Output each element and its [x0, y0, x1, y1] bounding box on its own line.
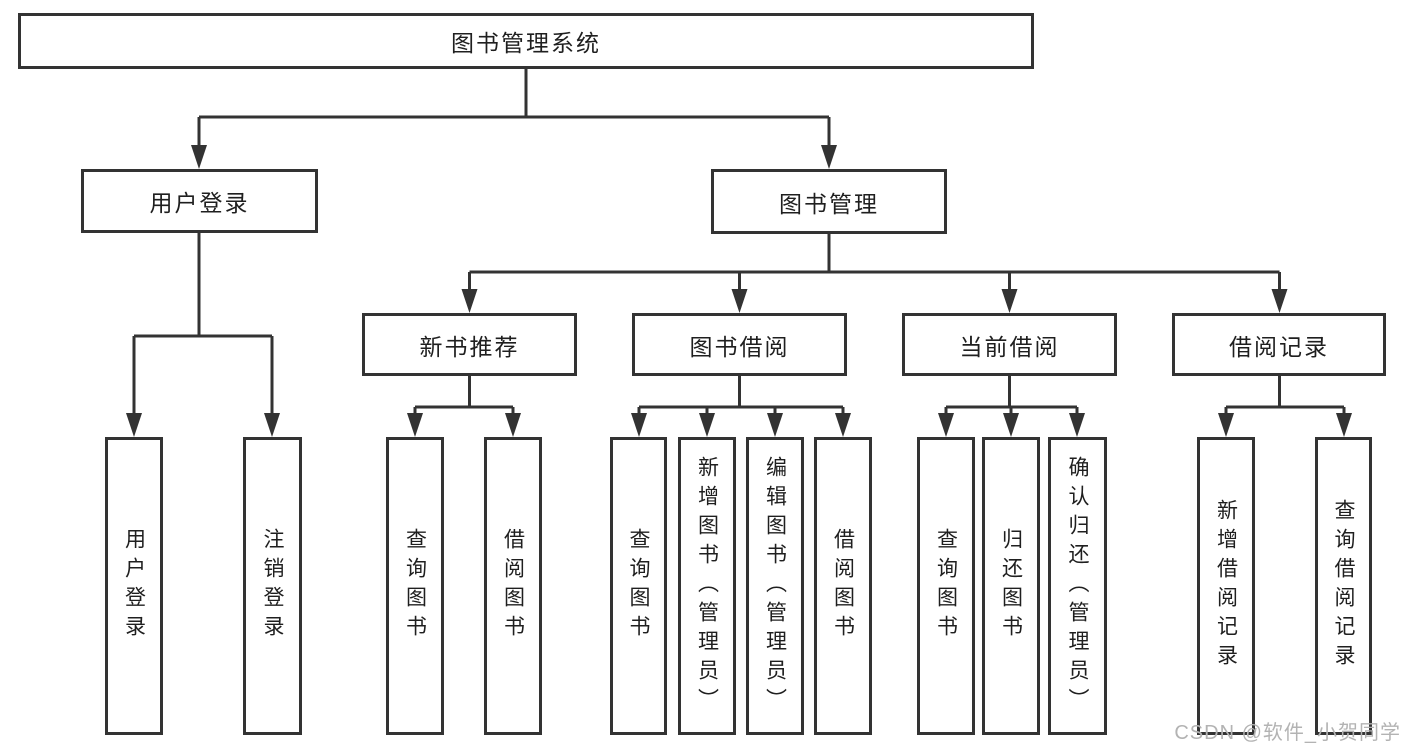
node-label: 用户登录: [149, 190, 250, 216]
node-label: 当前借阅: [959, 333, 1060, 360]
leaf-query-books-recommend: 查询图书: [386, 437, 444, 735]
leaf-query-books-borrow: 查询图书: [610, 437, 667, 735]
node-label: 借阅图书: [501, 528, 525, 644]
leaf-borrow-books-recommend: 借阅图书: [484, 437, 542, 735]
leaf-add-borrow-record: 新增借阅记录: [1197, 437, 1255, 735]
node-label: 查询图书: [403, 528, 427, 644]
node-label: 新增图书（管理员）: [695, 455, 719, 717]
node-label: 归还图书: [999, 528, 1023, 644]
node-label: 图书管理系统: [451, 30, 601, 56]
leaf-logout: 注销登录: [243, 437, 302, 735]
node-book-management: 图书管理: [711, 169, 947, 234]
leaf-add-books-admin: 新增图书（管理员）: [678, 437, 736, 735]
node-current-borrowing: 当前借阅: [902, 313, 1117, 376]
node-book-borrowing: 图书借阅: [632, 313, 847, 376]
node-label: 查询借阅记录: [1332, 499, 1355, 673]
leaf-query-books-current: 查询图书: [917, 437, 975, 735]
node-label: 新增借阅记录: [1214, 499, 1238, 673]
node-label: 借阅图书: [831, 528, 855, 644]
leaf-query-borrow-record: 查询借阅记录: [1315, 437, 1372, 735]
node-label: 查询图书: [934, 528, 958, 644]
node-label: 编辑图书（管理员）: [763, 455, 787, 717]
node-label: 图书借阅: [689, 333, 790, 360]
node-label: 用户登录: [122, 528, 146, 644]
node-label: 图书管理: [779, 190, 879, 217]
leaf-user-login: 用户登录: [105, 437, 163, 735]
node-root-system: 图书管理系统: [18, 13, 1034, 69]
node-label: 确认归还（管理员）: [1066, 455, 1089, 717]
node-label: 新书推荐: [419, 333, 520, 360]
leaf-borrow-books: 借阅图书: [814, 437, 872, 735]
node-label: 查询图书: [627, 528, 650, 644]
leaf-confirm-return-admin: 确认归还（管理员）: [1048, 437, 1107, 735]
node-new-book-recommendation: 新书推荐: [362, 313, 577, 376]
node-user-login: 用户登录: [81, 169, 318, 233]
leaf-edit-books-admin: 编辑图书（管理员）: [746, 437, 804, 735]
leaf-return-books: 归还图书: [982, 437, 1040, 735]
node-borrowing-records: 借阅记录: [1172, 313, 1386, 376]
csdn-watermark: CSDN @软件_小贺同学: [1174, 722, 1401, 744]
node-label: 借阅记录: [1229, 333, 1329, 360]
node-label: 注销登录: [261, 528, 284, 644]
arrowheads: [126, 145, 1352, 437]
